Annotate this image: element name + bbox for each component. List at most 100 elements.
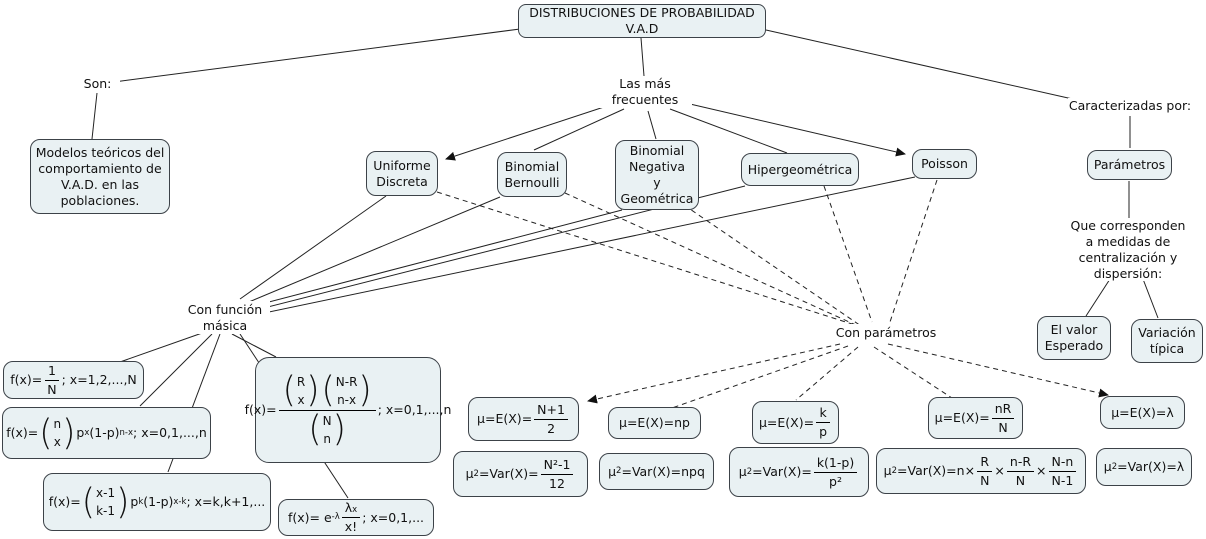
formula-text: (1-p) <box>143 494 174 509</box>
link-label-corresponden[interactable]: Que corresponden a medidas de centraliza… <box>1066 218 1190 281</box>
formula-text: μ=E(X)= <box>934 410 990 425</box>
node-variacion-tipica[interactable]: Variación típica <box>1131 319 1203 363</box>
fraction-numerator: k <box>816 405 830 423</box>
times-sign: × <box>1036 463 1047 478</box>
label-text: Que corresponden a medidas de centraliza… <box>1070 218 1186 281</box>
exponent: x <box>84 427 90 438</box>
paren-right: ) <box>306 369 320 412</box>
connector-negativa-funcion <box>245 209 623 309</box>
fraction-numerator: N-n <box>1048 454 1077 472</box>
connector-frecuentes-poisson <box>689 103 906 157</box>
formula-text: p <box>130 494 139 509</box>
fraction-denominator: x! <box>344 519 358 534</box>
node-text: Parámetros <box>1093 157 1166 172</box>
formula-text: μ=E(X)= <box>477 411 533 426</box>
node-text: Variación típica <box>1138 325 1196 356</box>
formula-text: μ=E(X)=λ <box>1111 404 1174 420</box>
fraction-denominator: N-1 <box>1051 472 1074 488</box>
formula-text: μ=E(X)=np <box>619 415 690 430</box>
exponent: n-x <box>119 427 134 438</box>
subscript: 2 <box>1111 461 1118 472</box>
node-text: Poisson <box>921 156 968 171</box>
link-label-con-funcion-masica[interactable]: Con función másica <box>180 301 270 334</box>
connector-corresponden-variacion <box>1142 278 1159 319</box>
formula-text: ; x=1,2,...,N <box>61 372 137 387</box>
node-text: Hipergeométrica <box>747 161 853 177</box>
connector-uniforme-funcion <box>239 195 387 300</box>
paren-right: ) <box>116 480 130 523</box>
connector-poisson-funcion <box>249 176 916 317</box>
connector-title-son <box>113 28 521 83</box>
connector-poisson-parametros <box>889 179 938 323</box>
fraction-denominator: N <box>1015 472 1026 488</box>
formula-text: ; x=0,1,...,n <box>377 402 452 417</box>
formula-binomial-mu[interactable]: μ=E(X)=np <box>608 407 701 439</box>
formula-poisson-mu[interactable]: μ=E(X)=λ <box>1100 396 1185 429</box>
connector-bernoulli-funcion <box>243 196 501 305</box>
exponent: k <box>138 496 144 507</box>
formula-text: μ <box>465 466 474 481</box>
subscript: 2 <box>473 468 479 479</box>
formula-text: =Var(X)=λ <box>1117 459 1185 474</box>
node-text: Binomial Bernoulli <box>504 158 560 190</box>
link-label-son[interactable]: Son: <box>75 76 120 92</box>
connector-uniforme-parametros <box>436 191 853 325</box>
link-label-caracterizadas[interactable]: Caracterizadas por: <box>1068 98 1192 114</box>
node-binomial-bernoulli[interactable]: Binomial Bernoulli <box>497 152 567 197</box>
times-sign: × <box>994 463 1005 478</box>
binom-bottom: k-1 <box>96 504 116 518</box>
formula-text: =Var(X)= <box>478 466 539 481</box>
node-binomial-negativa[interactable]: Binomial Negativa y Geométrica <box>615 140 699 210</box>
formula-text: ; x=0,1,... <box>362 509 425 525</box>
node-poisson[interactable]: Poisson <box>912 149 977 179</box>
node-valor-esperado[interactable]: El valor Esperado <box>1037 316 1111 360</box>
fraction-denominator: N <box>980 472 990 488</box>
fraction-denominator: p² <box>829 473 842 489</box>
fraction-numerator: N²-1 <box>540 457 574 475</box>
link-label-frecuentes[interactable]: Las más frecuentes <box>598 76 692 108</box>
fraction: k(1-p)p² <box>813 455 858 490</box>
fraction-numerator: n-R <box>1006 454 1035 472</box>
node-text: Uniforme Discreta <box>373 157 431 189</box>
subscript: 2 <box>891 465 898 476</box>
binom-top: N-R <box>335 374 358 389</box>
link-label-con-parametros[interactable]: Con parámetros <box>835 324 937 341</box>
node-modelos[interactable]: Modelos teóricos del comportamiento de V… <box>30 139 170 214</box>
binom-top: N <box>322 413 332 428</box>
formula-text: =Var(X)= <box>752 464 812 479</box>
fraction-denominator: 12 <box>549 475 565 491</box>
numerator-text: λ <box>344 500 353 515</box>
binom-top: n <box>53 417 62 431</box>
fraction-denominator: p <box>819 424 828 439</box>
node-title[interactable]: DISTRIBUCIONES DE PROBABILIDAD V.A.D <box>518 4 766 38</box>
fraction-numerator: k(1-p) <box>813 455 858 473</box>
subscript: 2 <box>616 466 622 477</box>
node-hipergeometrica[interactable]: Hipergeométrica <box>741 153 859 186</box>
fraction-numerator: 1 <box>44 363 59 381</box>
formula-text: p <box>76 425 85 440</box>
node-parametros[interactable]: Parámetros <box>1087 150 1172 180</box>
fraction-denominator: 2 <box>547 420 556 436</box>
fraction-denominator: N <box>47 381 57 397</box>
node-uniforme-discreta[interactable]: Uniforme Discreta <box>366 151 438 196</box>
